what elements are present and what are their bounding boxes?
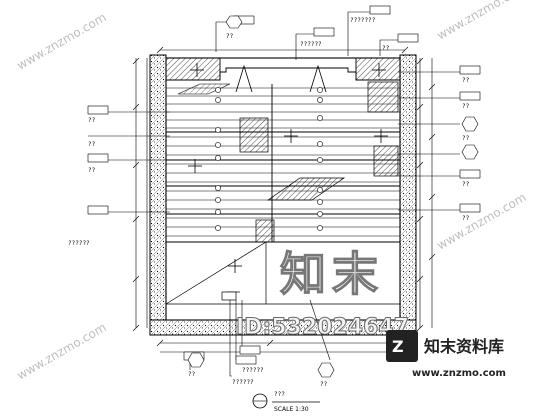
callout-label: ?????? — [68, 240, 90, 247]
callout-labels: ?? ?????? ??????? ?? ?? ?? ?? ?????? ?? … — [68, 17, 470, 388]
light-fixtures — [215, 87, 323, 231]
callout-label: ?????? — [300, 41, 322, 48]
hex-tags — [187, 15, 479, 378]
view-name: ??? — [274, 391, 285, 398]
brand-name: 知末资料库 — [424, 337, 504, 356]
site-tile: www.znzmo.com — [435, 0, 529, 43]
stone-blocks — [177, 81, 399, 243]
panel-dividers — [166, 84, 400, 243]
brand-watermark: Z 知末资料库 www.znzmo.com — [386, 330, 506, 379]
callout-label: ?? — [320, 381, 328, 388]
dimension-ticks — [132, 46, 436, 347]
leader-lines — [88, 11, 460, 377]
callout-label: ?? — [462, 103, 470, 110]
callout-label: ?? — [226, 33, 234, 40]
callout-label: ?????? — [242, 367, 264, 374]
view-title: ??? SCALE 1:30 — [252, 391, 320, 413]
ceiling-profile — [165, 57, 401, 81]
site-tile: www.znzmo.com — [15, 10, 109, 72]
callout-label: ?????? — [232, 379, 254, 386]
callout-label: ?? — [462, 181, 470, 188]
wall-frame — [149, 54, 417, 336]
watermark-id: ID:532024647 — [236, 315, 409, 340]
callout-label: ?? — [382, 45, 390, 52]
brand-url: www.znzmo.com — [412, 368, 506, 379]
callout-label: ?? — [88, 117, 96, 124]
callout-label: ?? — [88, 141, 96, 148]
callout-label: ?? — [462, 215, 470, 222]
watermark-logo-text: 知末 — [280, 247, 384, 301]
callout-label: ?? — [462, 135, 470, 142]
callout-label: ?? — [88, 167, 96, 174]
site-tile: www.znzmo.com — [15, 320, 109, 382]
callout-label: ?? — [188, 371, 196, 378]
scale-label: SCALE 1:30 — [274, 406, 309, 413]
lower-panel — [165, 241, 400, 305]
callout-label: ??????? — [350, 17, 376, 24]
center-marks — [188, 63, 388, 273]
site-tile: www.znzmo.com — [435, 190, 529, 252]
svg-text:Z: Z — [392, 337, 404, 356]
callout-label: ?? — [462, 77, 470, 84]
